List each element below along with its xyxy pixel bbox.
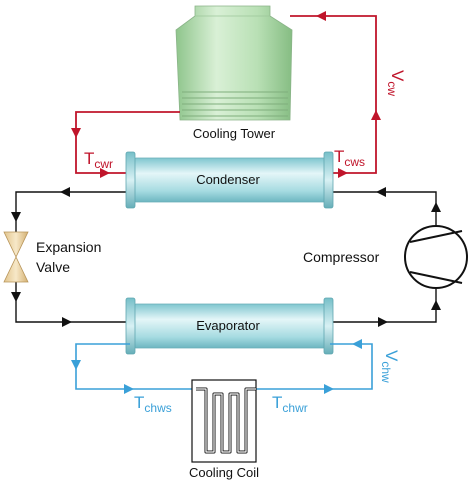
- cooling-coil-label: Cooling Coil: [189, 465, 259, 480]
- v-chw-label: Vchw: [379, 350, 401, 383]
- compressor-to-condenser-pipe: [330, 191, 437, 226]
- arrow-right-icon: [62, 317, 72, 327]
- condenser-water-arrows: [71, 11, 381, 178]
- compressor-label: Compressor: [303, 249, 380, 265]
- refrigerant-arrows: [11, 187, 441, 327]
- arrow-right-icon: [100, 168, 110, 178]
- arrow-down-icon: [71, 360, 81, 370]
- condenser: Condenser: [125, 151, 334, 209]
- arrow-down-icon: [11, 292, 21, 302]
- cooling-tower: Cooling Tower: [175, 5, 293, 141]
- expansion-valve-label-line2: Valve: [36, 259, 70, 275]
- condenser-to-valve-pipe: [15, 191, 130, 232]
- tower-return-pipe: [290, 15, 377, 118]
- chilled-water-return-pipe: [256, 343, 373, 390]
- condenser-label: Condenser: [196, 172, 260, 187]
- cooling-tower-label: Cooling Tower: [193, 126, 276, 141]
- cooling-coil: Cooling Coil: [189, 379, 259, 480]
- compressor-icon: [404, 225, 468, 289]
- arrow-left-icon: [60, 187, 70, 197]
- evaporator-label: Evaporator: [196, 318, 260, 333]
- arrow-right-icon: [124, 384, 134, 394]
- expansion-valve-label-line1: Expansion: [36, 239, 101, 255]
- arrow-left-icon: [352, 339, 362, 349]
- t-chws-label: Tchws: [134, 393, 172, 415]
- arrow-up-icon: [371, 110, 381, 120]
- arrow-up-icon: [431, 202, 441, 212]
- evaporator: Evaporator: [125, 297, 334, 355]
- t-cwr-label: Tcwr: [84, 149, 113, 171]
- chilled-water-arrows: [71, 339, 362, 394]
- compressor: Compressor: [303, 225, 468, 289]
- valve-to-evaporator-pipe: [15, 282, 130, 323]
- v-cw-label: Vcw: [385, 70, 407, 96]
- arrow-left-icon: [376, 187, 386, 197]
- arrow-down-icon: [11, 212, 21, 222]
- evaporator-to-compressor-pipe: [330, 288, 437, 323]
- t-cws-label: Tcws: [334, 147, 365, 169]
- t-chwr-label: Tchwr: [272, 393, 308, 415]
- arrow-right-icon: [378, 317, 388, 327]
- arrow-up-icon: [431, 300, 441, 310]
- valve-icon: [3, 231, 29, 283]
- arrow-right-icon: [338, 168, 348, 178]
- expansion-valve: Expansion Valve: [3, 231, 101, 283]
- arrow-right-icon: [324, 384, 334, 394]
- arrow-down-icon: [71, 128, 81, 138]
- arrow-left-icon: [316, 11, 326, 21]
